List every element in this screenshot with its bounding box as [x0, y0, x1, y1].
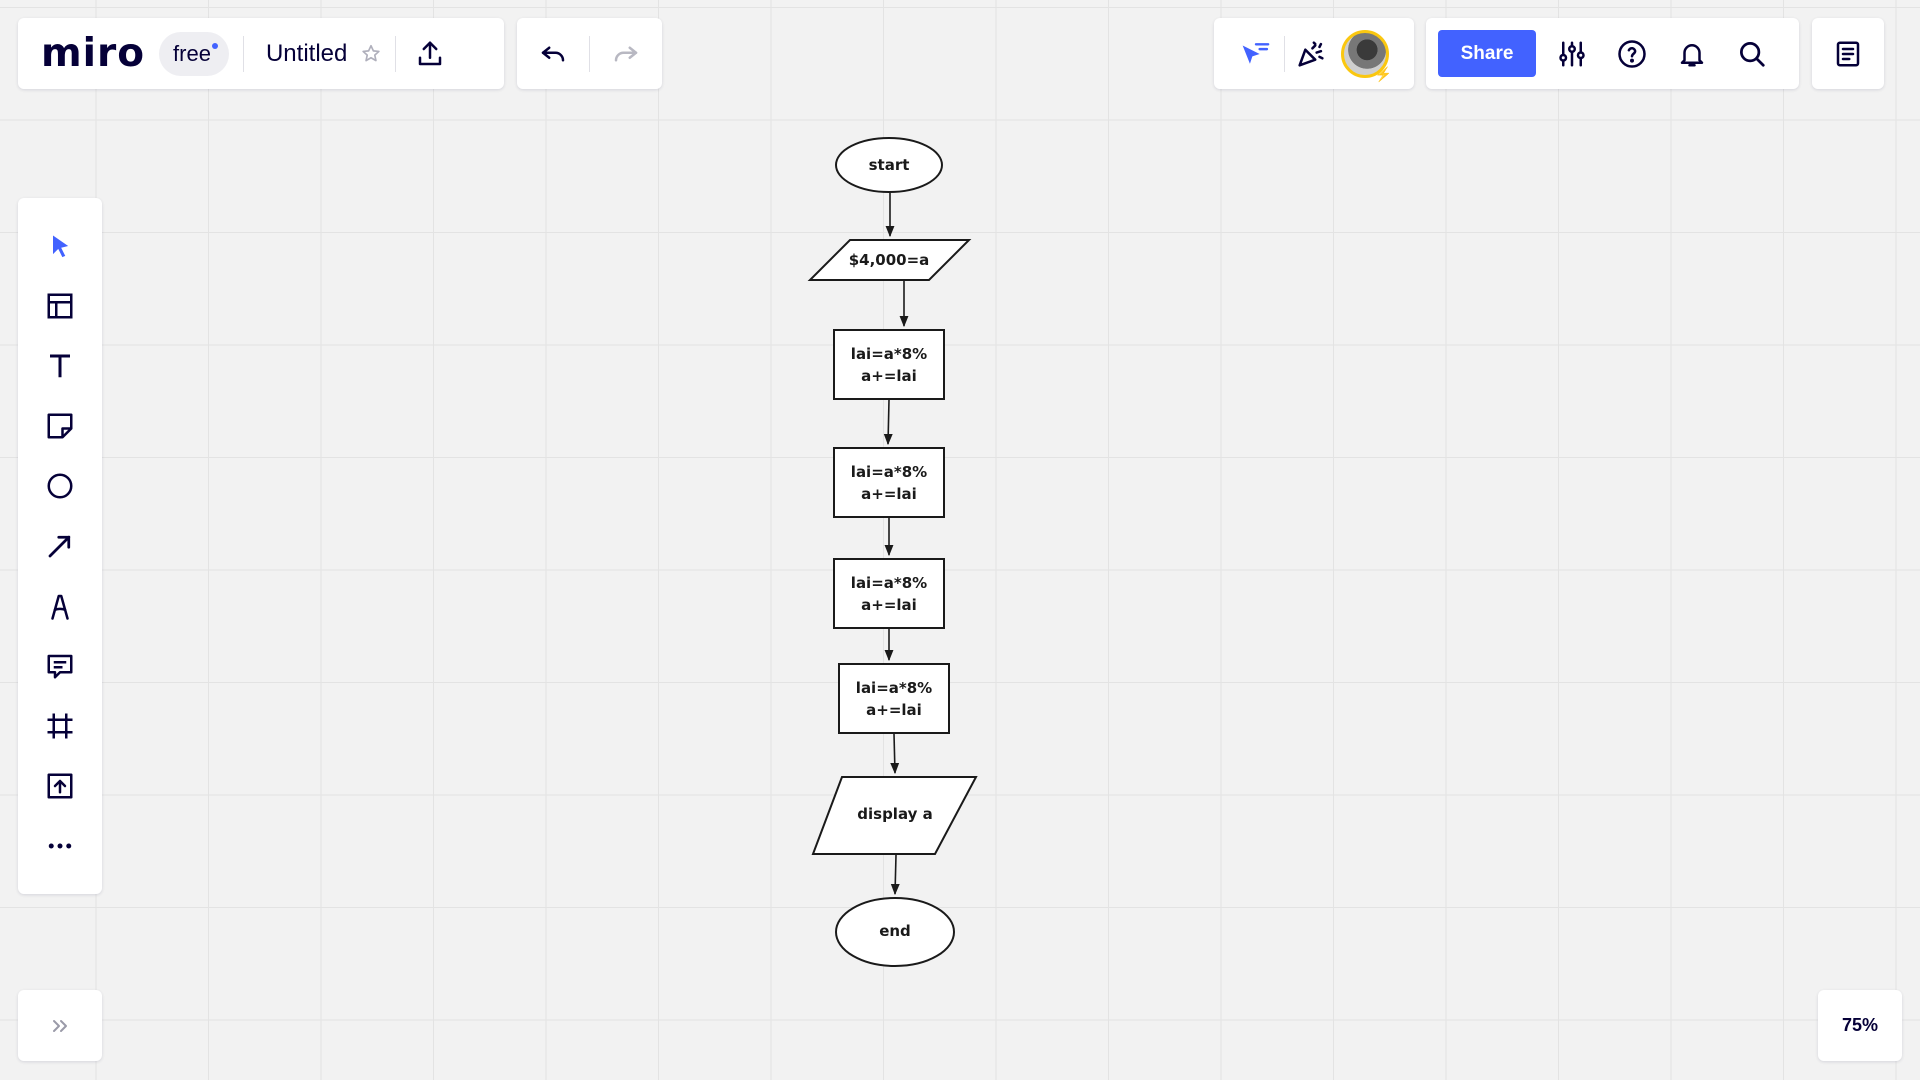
- process-shape[interactable]: [833, 447, 945, 518]
- divider: [589, 35, 590, 72]
- plan-badge[interactable]: free: [159, 31, 229, 76]
- user-avatar[interactable]: ⚡: [1341, 29, 1392, 82]
- divider: [395, 35, 397, 72]
- upload-icon[interactable]: [36, 762, 84, 810]
- connector-arrow[interactable]: [883, 399, 893, 446]
- undo-icon[interactable]: [529, 30, 577, 78]
- input-label: $4,000=a: [848, 251, 930, 269]
- end-label: end: [879, 922, 911, 940]
- board-notes-panel: [1812, 18, 1884, 89]
- templates-icon[interactable]: [36, 282, 84, 330]
- bolt-icon: ⚡: [1374, 65, 1392, 82]
- start-label: start: [868, 156, 910, 174]
- creation-toolbar: [18, 198, 102, 894]
- notes-document-icon[interactable]: [1824, 30, 1872, 78]
- pen-icon[interactable]: [36, 582, 84, 630]
- more-icon[interactable]: [36, 822, 84, 870]
- share-button[interactable]: Share: [1438, 30, 1536, 77]
- expand-panel: [18, 990, 102, 1061]
- plan-label: free: [173, 40, 211, 66]
- terminator-shape[interactable]: [835, 897, 955, 967]
- output-label: display a: [857, 805, 933, 823]
- board-header-panel: miro free Untitled: [18, 18, 504, 89]
- redo-icon[interactable]: [602, 30, 650, 78]
- board-title[interactable]: Untitled: [265, 39, 348, 67]
- double-chevron-right-icon[interactable]: [36, 1002, 84, 1050]
- plan-dot: [211, 42, 218, 49]
- io-shape[interactable]: [811, 776, 978, 855]
- export-icon[interactable]: [406, 30, 454, 78]
- process-label: lai=a*8% a+=lai: [850, 573, 928, 614]
- io-shape[interactable]: [807, 239, 972, 281]
- process-shape[interactable]: [833, 329, 945, 400]
- sticky-note-icon[interactable]: [36, 402, 84, 450]
- text-icon[interactable]: [36, 342, 84, 390]
- process-label: lai=a*8% a+=lai: [855, 678, 933, 719]
- frame-icon[interactable]: [36, 702, 84, 750]
- flowchart-shapes: [807, 137, 978, 967]
- divider: [1284, 35, 1285, 72]
- arrow-line-icon[interactable]: [36, 522, 84, 570]
- right-actions-panel: Share: [1426, 18, 1799, 89]
- help-icon[interactable]: [1608, 30, 1656, 78]
- flowchart-connectors: [883, 193, 909, 896]
- collaboration-panel: ⚡: [1214, 18, 1414, 89]
- undo-redo-panel: [517, 18, 662, 89]
- notifications-bell-icon[interactable]: [1668, 30, 1716, 78]
- cursor-filter-icon[interactable]: [1232, 30, 1280, 78]
- connector-arrow[interactable]: [890, 733, 900, 775]
- circle-shape-icon[interactable]: [36, 462, 84, 510]
- connector-arrow[interactable]: [890, 854, 900, 896]
- settings-sliders-icon[interactable]: [1548, 30, 1596, 78]
- star-icon[interactable]: [353, 30, 389, 78]
- process-label: lai=a*8% a+=lai: [850, 462, 928, 503]
- process-shape[interactable]: [838, 663, 950, 734]
- divider: [242, 35, 244, 72]
- search-icon[interactable]: [1728, 30, 1776, 78]
- zoom-level[interactable]: 75%: [1818, 990, 1902, 1061]
- process-label: lai=a*8% a+=lai: [850, 344, 928, 385]
- miro-logo[interactable]: miro: [41, 31, 146, 76]
- process-shape[interactable]: [833, 558, 945, 629]
- celebrate-icon[interactable]: [1287, 30, 1335, 78]
- terminator-shape[interactable]: [835, 137, 943, 193]
- cursor-icon[interactable]: [36, 222, 84, 270]
- comment-icon[interactable]: [36, 642, 84, 690]
